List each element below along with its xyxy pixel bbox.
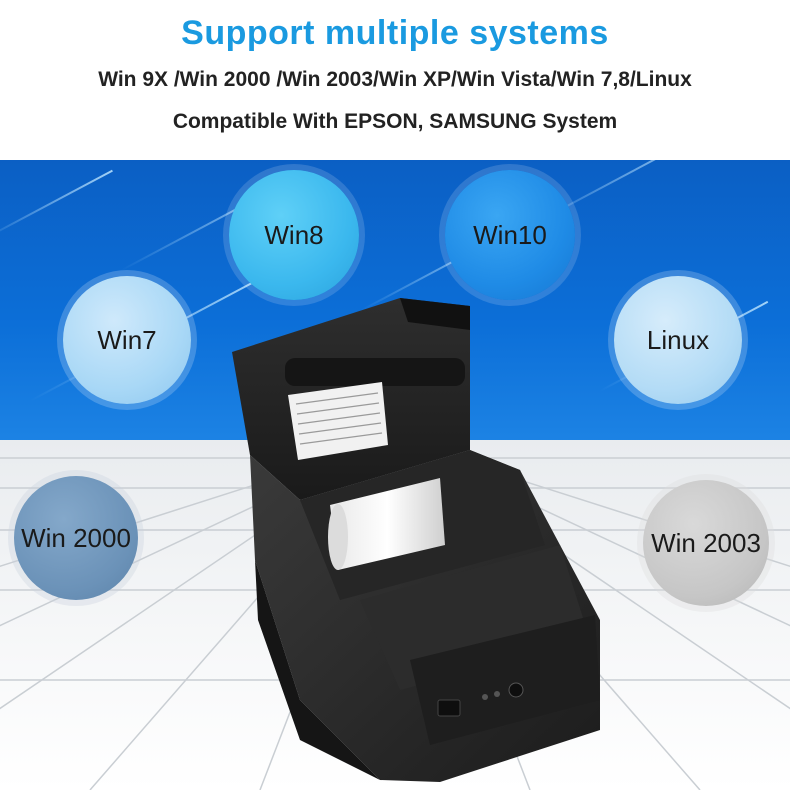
- supported-systems-line: Win 9X /Win 2000 /Win 2003/Win XP/Win Vi…: [98, 68, 692, 91]
- win2000-badge: Win 2000: [14, 476, 138, 600]
- page-title: Support multiple systems: [181, 14, 609, 52]
- win8-label: Win8: [264, 219, 324, 250]
- win10-label: Win10: [473, 219, 547, 250]
- win8-badge: Win8: [229, 170, 359, 300]
- linux-label: Linux: [646, 324, 710, 355]
- win2003-badge: Win 2003: [643, 480, 769, 606]
- win7-label: Win7: [97, 324, 157, 355]
- win2000-label: Win 2000: [21, 522, 131, 553]
- win2003-label: Win 2003: [651, 527, 761, 558]
- header: Support multiple systems Win 9X /Win 200…: [0, 0, 790, 160]
- win10-badge: Win10: [445, 170, 575, 300]
- win7-badge: Win7: [63, 276, 191, 404]
- linux-badge: Linux: [614, 276, 742, 404]
- compatibility-line: Compatible With EPSON, SAMSUNG System: [172, 110, 618, 133]
